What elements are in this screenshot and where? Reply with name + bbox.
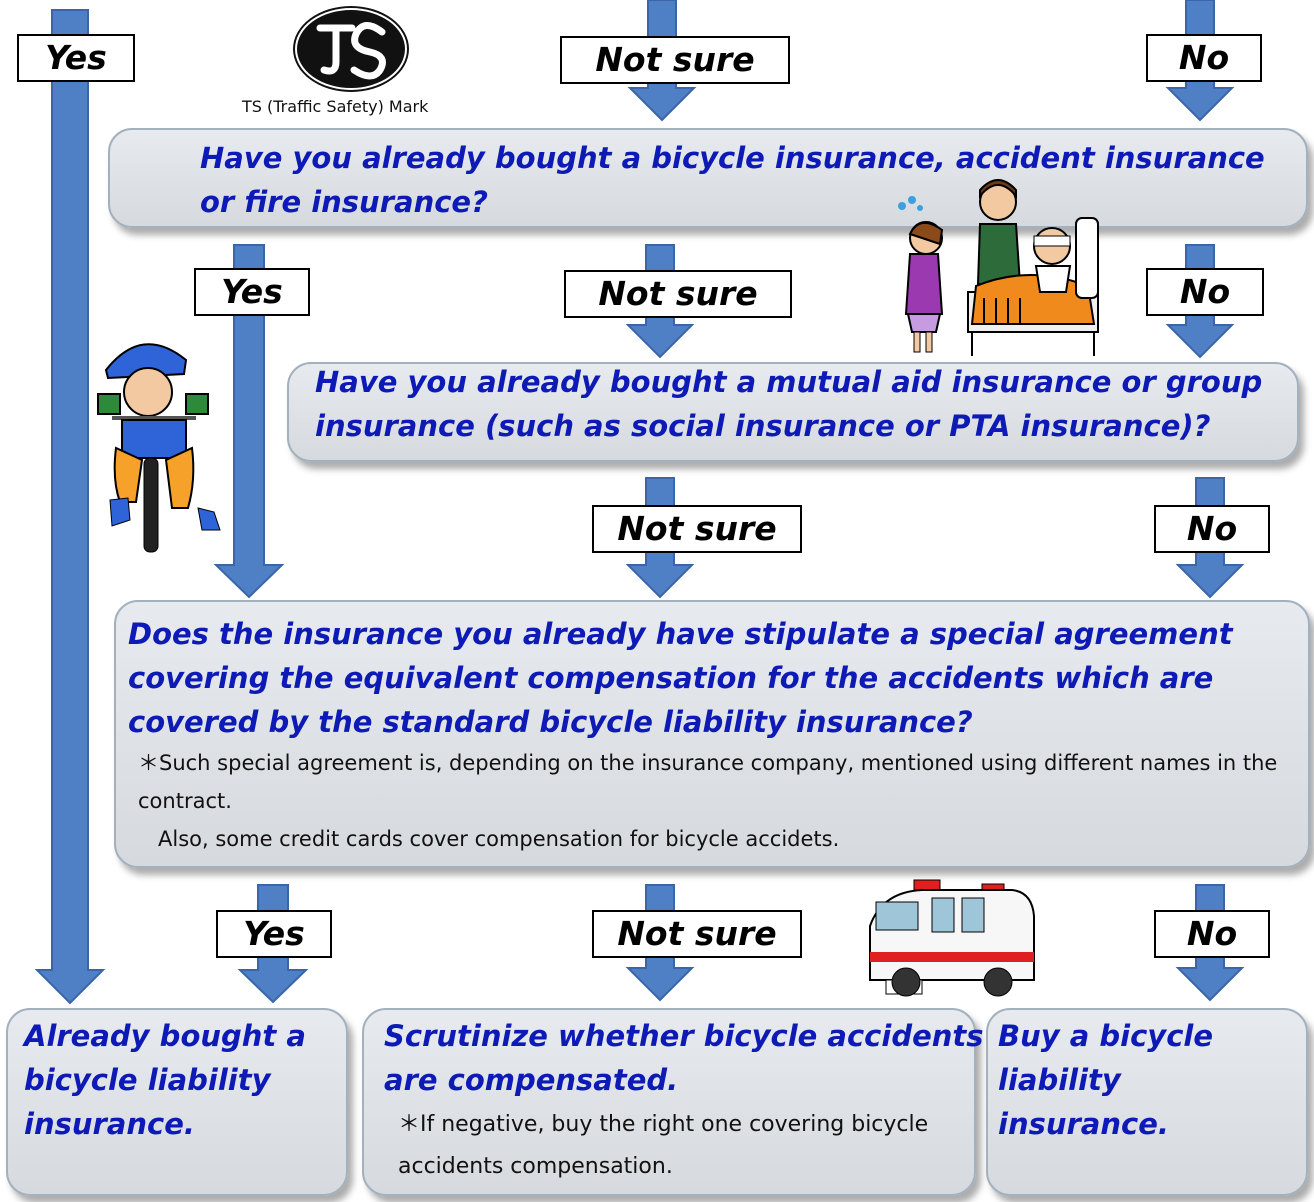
label-yes-q1: Yes xyxy=(194,268,310,316)
label-notsure-top: Not sure xyxy=(560,36,790,84)
label-no-q3: No xyxy=(1154,910,1270,958)
outcome-already-text: Already bought a bicycle liability insur… xyxy=(24,1019,306,1141)
label-no-q2: No xyxy=(1154,505,1270,553)
question3-note-names: ＊Such special agreement is, depending on… xyxy=(138,751,1278,813)
label-notsure-q1: Not sure xyxy=(564,270,792,318)
label-yes-top: Yes xyxy=(17,34,135,82)
outcome-scrutinize-box xyxy=(362,1008,976,1196)
outcome-buy-text: Buy a bicycle liability insurance. xyxy=(998,1019,1214,1141)
question3-box xyxy=(114,600,1310,868)
question2-text: Have you already bought a mutual aid ins… xyxy=(315,365,1263,443)
outcome-buy-box xyxy=(986,1008,1308,1196)
question1-text: Have you already bought a bicycle insura… xyxy=(200,141,1265,219)
outcome-scrutinize-note: ＊If negative, buy the right one covering… xyxy=(398,1112,929,1179)
label-notsure-q3: Not sure xyxy=(592,910,802,958)
question3-text: Does the insurance you already have stip… xyxy=(128,617,1233,739)
cyclist-illustration xyxy=(97,343,221,553)
hospital-apology-illustration xyxy=(898,179,1099,356)
question3-note-credit-cards: Also, some credit cards cover compensati… xyxy=(158,827,840,851)
label-no-q1: No xyxy=(1146,268,1264,316)
question1-box xyxy=(108,128,1308,228)
ambulance-illustration xyxy=(869,879,1035,997)
label-notsure-q2: Not sure xyxy=(592,505,802,553)
label-yes-q3: Yes xyxy=(216,910,332,958)
ts-mark-logo xyxy=(293,6,409,92)
question2-box xyxy=(287,362,1299,462)
arrow-yes-long xyxy=(34,9,106,1005)
label-no-top: No xyxy=(1146,34,1262,82)
ts-mark-caption: TS (Traffic Safety) Mark xyxy=(242,97,429,116)
outcome-scrutinize-text: Scrutinize whether bicycle accidents are… xyxy=(384,1019,984,1097)
outcome-already-box xyxy=(6,1008,348,1196)
